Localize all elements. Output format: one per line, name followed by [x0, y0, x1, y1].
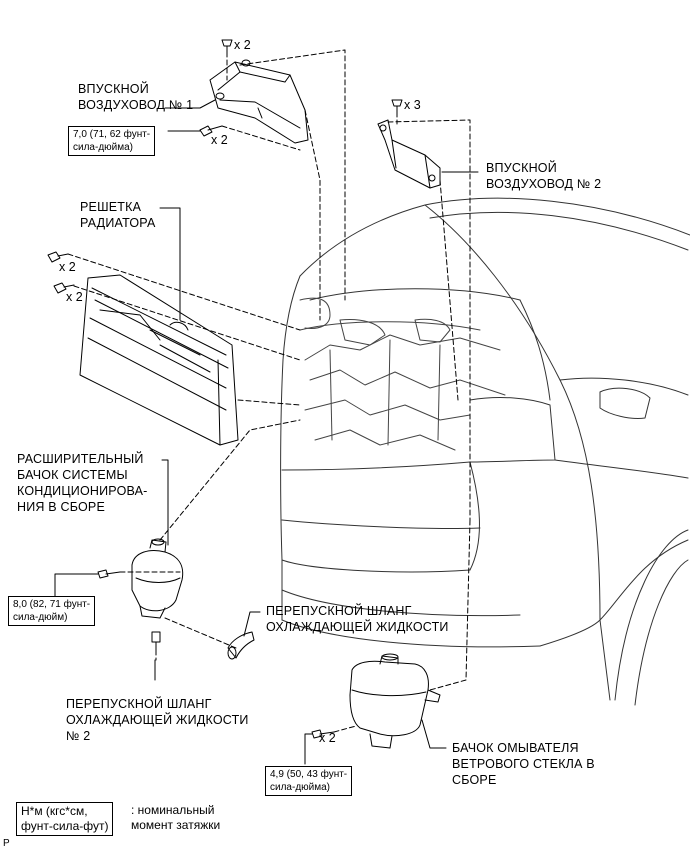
quantity-label: x 3	[404, 98, 421, 112]
bolt-icon	[311, 729, 335, 739]
label-line: ПЕРЕПУСКНОЙ ШЛАНГ	[66, 697, 212, 711]
torque-line: 8,0 (82, 71 фунт-	[13, 599, 91, 610]
label-line: ОХЛАЖДАЮЩЕЙ ЖИДКОСТИ	[66, 713, 249, 727]
label-line: НИЯ В СБОРЕ	[17, 500, 106, 514]
washer-tank	[349, 653, 441, 749]
torque-line: сила-дюйма)	[270, 782, 330, 793]
label-line: РАДИАТОРА	[80, 216, 156, 230]
hose-clamp-icon	[151, 631, 161, 651]
torque-line: 7,0 (71, 62 фунт-	[73, 129, 151, 140]
torque-box-reservoir: 8,0 (82, 71 фунт- сила-дюйм)	[8, 596, 96, 626]
legend-line: : номинальный	[131, 803, 215, 817]
quantity-label: x 2	[211, 133, 228, 147]
label-line: ВОЗДУХОВОД № 1	[78, 98, 194, 112]
intake-duct-2	[377, 119, 441, 189]
figure-code: P	[3, 838, 10, 849]
intake-duct-1-label: ВПУСКНОЙ ВОЗДУХОВОД № 1	[78, 81, 193, 113]
washer-tank-label: БАЧОК ОМЫВАТЕЛЯ ВЕТРОВОГО СТЕКЛА В СБОРЕ	[452, 740, 595, 788]
torque-line: сила-дюйм)	[13, 612, 68, 623]
leader-lines	[54, 99, 479, 765]
radiator-grille-label: РЕШЕТКА РАДИАТОРА	[80, 199, 156, 231]
clip-icon	[47, 251, 69, 263]
label-line: ВПУСКНОЙ	[78, 82, 149, 96]
expansion-reservoir	[131, 538, 184, 619]
coolant-hose-2-label: ПЕРЕПУСКНОЙ ШЛАНГ ОХЛАЖДАЮЩЕЙ ЖИДКОСТИ №…	[66, 696, 249, 744]
screw-icon	[391, 99, 403, 113]
legend-line: Н*м (кгс*см,	[21, 804, 88, 818]
torque-box-duct-1: 7,0 (71, 62 фунт- сила-дюйма)	[68, 126, 156, 156]
coolant-hose-label: ПЕРЕПУСКНОЙ ШЛАНГ ОХЛАЖДАЮЩЕЙ ЖИДКОСТИ	[266, 603, 449, 635]
reservoir-label: РАСШИРИТЕЛЬНЫЙ БАЧОК СИСТЕМЫ КОНДИЦИОНИР…	[17, 451, 148, 515]
label-line: ВЕТРОВОГО СТЕКЛА В	[452, 757, 595, 771]
quantity-label: x 2	[319, 731, 336, 745]
label-line: ВОЗДУХОВОД № 2	[486, 177, 602, 191]
engine-bay	[299, 297, 506, 451]
legend-description: : номинальный момент затяжки	[131, 803, 220, 833]
radiator-grille	[79, 274, 239, 446]
quantity-label: x 2	[234, 38, 251, 52]
label-line: КОНДИЦИОНИРОВА-	[17, 484, 148, 498]
quantity-label: x 2	[66, 290, 83, 304]
legend-line: момент затяжки	[131, 818, 221, 832]
coolant-hose	[227, 631, 255, 660]
label-line: ВПУСКНОЙ	[486, 161, 557, 175]
screw-icon	[221, 39, 233, 53]
label-line: СБОРЕ	[452, 773, 497, 787]
clip-icon	[53, 282, 75, 294]
bolt-icon	[199, 125, 223, 137]
label-line: ПЕРЕПУСКНОЙ ШЛАНГ	[266, 604, 412, 618]
torque-line: 4,9 (50, 43 фунт-	[270, 769, 348, 780]
label-line: БАЧОК СИСТЕМЫ	[17, 468, 128, 482]
bolt-icon	[97, 569, 121, 579]
assembly-lines	[67, 49, 471, 733]
torque-box-washer: 4,9 (50, 43 фунт- сила-дюйма)	[265, 766, 353, 796]
torque-line: сила-дюйма)	[73, 142, 133, 153]
intake-duct-2-label: ВПУСКНОЙ ВОЗДУХОВОД № 2	[486, 160, 601, 192]
label-line: РЕШЕТКА	[80, 200, 142, 214]
label-line: БАЧОК ОМЫВАТЕЛЯ	[452, 741, 579, 755]
intake-duct-1	[209, 59, 309, 144]
quantity-label: x 2	[59, 260, 76, 274]
legend-unit-box: Н*м (кгс*см, фунт-сила-фут)	[16, 802, 114, 836]
label-line: РАСШИРИТЕЛЬНЫЙ	[17, 452, 144, 466]
label-line: ОХЛАЖДАЮЩЕЙ ЖИДКОСТИ	[266, 620, 449, 634]
label-line: № 2	[66, 729, 91, 743]
legend-line: фунт-сила-фут)	[21, 819, 109, 833]
